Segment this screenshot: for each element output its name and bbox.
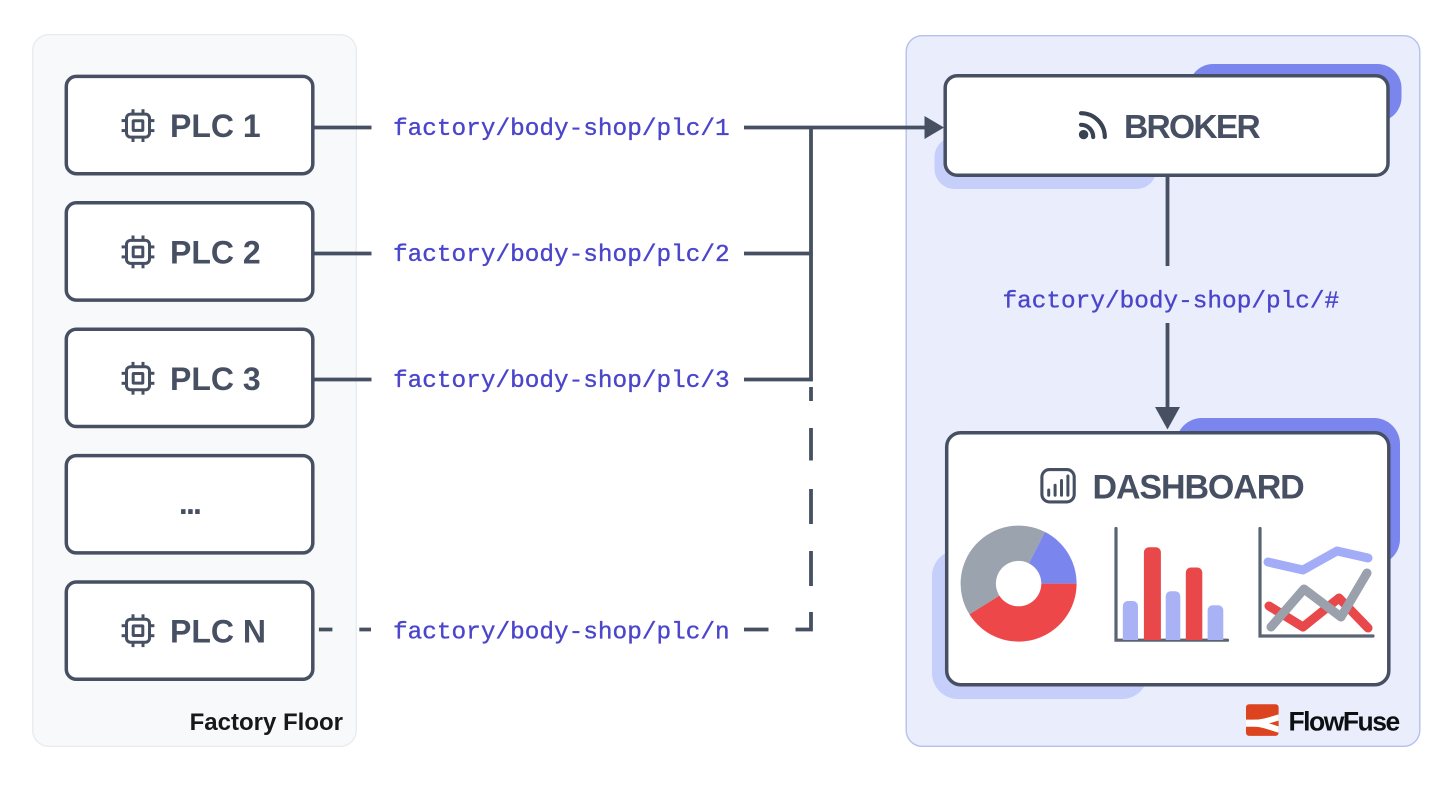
svg-text:PLC 2: PLC 2 — [170, 235, 261, 271]
svg-text:PLC N: PLC N — [170, 613, 266, 649]
svg-text:BROKER: BROKER — [1124, 109, 1260, 146]
svg-text:factory/body-shop/plc/n: factory/body-shop/plc/n — [393, 620, 730, 647]
svg-text:PLC 1: PLC 1 — [170, 108, 261, 144]
svg-text:factory/body-shop/plc/2: factory/body-shop/plc/2 — [393, 242, 730, 269]
svg-text:PLC 3: PLC 3 — [170, 361, 261, 397]
svg-text:DASHBOARD: DASHBOARD — [1093, 469, 1305, 507]
svg-text:FlowFuse: FlowFuse — [1289, 707, 1400, 737]
svg-text:factory/body-shop/plc/3: factory/body-shop/plc/3 — [393, 368, 730, 395]
svg-text:factory/body-shop/plc/#: factory/body-shop/plc/# — [1003, 289, 1340, 316]
svg-text:...: ... — [179, 485, 200, 521]
svg-text:Factory Floor: Factory Floor — [190, 709, 343, 736]
svg-text:factory/body-shop/plc/1: factory/body-shop/plc/1 — [393, 116, 730, 143]
